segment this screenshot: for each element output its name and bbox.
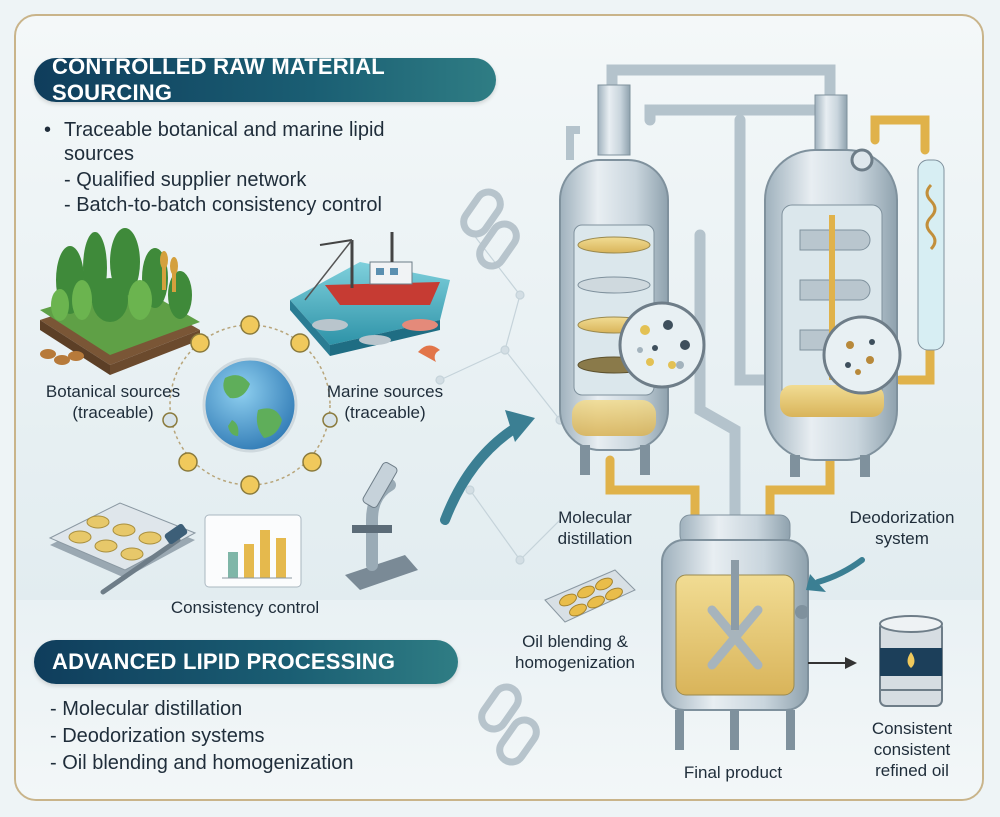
out-label-line3: refined oil [875, 761, 949, 780]
processing-item-2: - Deodorization systems [50, 725, 265, 747]
deo-label-line2: system [875, 529, 929, 548]
mol-label-line2: distillation [557, 529, 633, 548]
deodorization-label: Deodorization system [832, 507, 972, 549]
blending-tank-icon [661, 514, 809, 750]
sourcing-bullet-cont: sources [64, 143, 135, 165]
arrow-icon [505, 410, 535, 442]
petri-dish-icon [48, 502, 197, 578]
processing-item-3: - Oil blending and homogenization [50, 752, 354, 774]
processing-heading: ADVANCED LIPID PROCESSING [34, 640, 458, 684]
blending-label: Oil blending & homogenization [500, 631, 650, 673]
plant-patch-icon [40, 228, 200, 375]
out-label-line2: consistent [873, 740, 951, 759]
marine-label: Marine sources (traceable) [315, 381, 455, 423]
deodorizer-tank-icon [764, 94, 945, 477]
arrow-icon [845, 657, 857, 669]
chain-link-icon [460, 188, 540, 766]
sourcing-heading: CONTROLLED RAW MATERIAL SOURCING [34, 54, 496, 105]
globe-icon [202, 357, 298, 453]
fishing-boat-icon [290, 232, 450, 362]
network-pattern [435, 229, 565, 565]
botanical-label-line2: (traceable) [72, 403, 154, 422]
sourcing-bullet: Traceable botanical and marine lipid [64, 119, 385, 141]
pipette-icon [100, 523, 188, 595]
arrow-icon [815, 557, 865, 585]
softgel-capsules-icon [544, 569, 636, 623]
marine-label-line1: Marine sources [326, 382, 444, 401]
bullet-dot: • [44, 119, 52, 141]
arrow-icon [440, 420, 525, 525]
refined-oil-label: Consistent consistent refined oil [850, 718, 974, 781]
botanical-label: Botanical sources (traceable) [38, 381, 188, 423]
supplier-network [169, 324, 331, 486]
blend-label-line1: Oil blending & [522, 632, 628, 651]
final-product-label: Final product [683, 763, 783, 782]
blend-label-line2: homogenization [514, 653, 636, 672]
sourcing-sub-2: - Batch-to-batch consistency control [64, 194, 382, 216]
checkpoint-icons [162, 315, 338, 495]
botanical-label-line1: Botanical sources [45, 382, 181, 401]
molecular-distillation-label: Molecular distillation [540, 507, 650, 549]
oil-pipes [605, 115, 935, 530]
arrow-icon [806, 574, 826, 592]
consistency-label: Consistency control [170, 598, 320, 617]
processing-item-1: - Molecular distillation [50, 698, 243, 720]
oil-drum-icon [879, 615, 943, 707]
deo-label-line1: Deodorization [849, 508, 955, 527]
lower-band [16, 600, 982, 799]
sourcing-sub-1: - Qualified supplier network [64, 169, 307, 191]
inlet-pipe [566, 126, 580, 160]
out-label-line1: Consistent [871, 719, 953, 738]
mol-label-line1: Molecular [558, 508, 632, 527]
microscope-icon [345, 462, 418, 590]
distillation-tank-icon [559, 84, 706, 475]
bar-chart-icon [204, 514, 302, 588]
marine-label-line2: (traceable) [344, 403, 426, 422]
